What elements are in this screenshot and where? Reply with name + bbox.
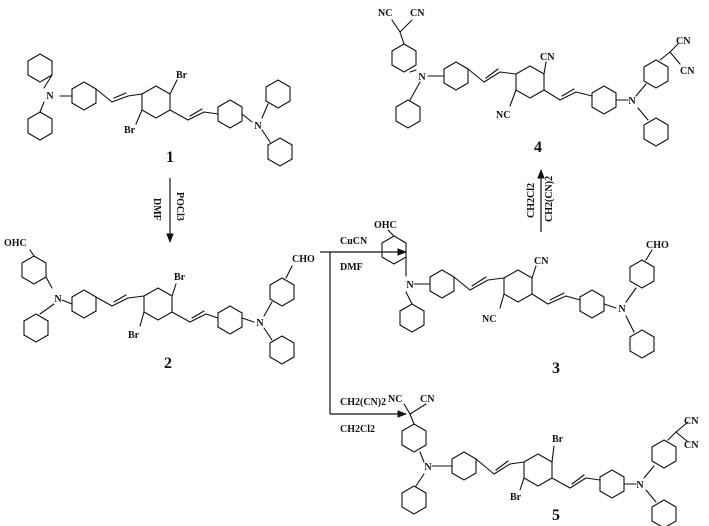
compound-4-nc-left: NC (378, 8, 392, 19)
compound-5-cn-right-bottom: CN (684, 440, 699, 451)
compound-2: OHC N Br Br N CHO 2 (4, 238, 315, 372)
compound-4-number: 4 (534, 139, 542, 156)
compound-3-cn-top: CN (534, 256, 549, 267)
compound-4-nc-bottom: NC (496, 110, 510, 121)
compound-1: N N Br Br 1 (27, 53, 293, 167)
step-1-2-reagent: POCl3 (174, 192, 185, 221)
compound-5-number: 5 (552, 507, 560, 524)
compound-3-n-right: N (618, 304, 626, 315)
compound-2-br-bottom: Br (128, 330, 140, 341)
compound-5-br-top: Br (552, 434, 564, 445)
compound-4-structure (391, 19, 681, 147)
compound-5-cn-right-top: CN (684, 416, 699, 427)
compound-1-structure (27, 53, 293, 167)
compound-3-n-left: N (406, 280, 414, 291)
compound-4-n-left: N (418, 72, 426, 83)
compound-4-cn-right-top: CN (676, 36, 691, 47)
compound-3-nc-bottom: NC (482, 314, 496, 325)
compound-2-structure (21, 249, 295, 365)
compound-5-structure (401, 403, 689, 526)
step-2-3-solvent: DMF (340, 262, 363, 273)
branch-bracket (320, 248, 407, 418)
compound-1-number: 1 (166, 149, 174, 166)
compound-2-n-right: N (256, 318, 264, 329)
compound-5-n-right: N (636, 480, 644, 491)
compound-3-structure (381, 229, 655, 359)
compound-4: NC CN N CN NC N CN CN 4 (378, 8, 695, 156)
compound-1-br-top: Br (176, 70, 188, 81)
arrow-1-to-2: POCl3 DMF (151, 178, 185, 243)
compound-5-cn-left: CN (420, 394, 435, 405)
compound-2-number: 2 (164, 355, 172, 372)
arrow-3-to-4: CH2(CN)2 CH2Cl2 (526, 169, 555, 232)
step-2-5-solvent: CH2Cl2 (340, 424, 375, 435)
compound-2-cho: CHO (292, 254, 315, 265)
compound-4-n-right: N (628, 96, 636, 107)
compound-3-number: 3 (552, 360, 560, 377)
compound-2-br-top: Br (174, 272, 186, 283)
compound-5: NC CN N Br Br N CN CN 5 (388, 394, 699, 526)
compound-2-n-left: N (54, 294, 62, 305)
compound-4-cn-left: CN (410, 8, 425, 19)
compound-3-ohc: OHC (374, 220, 397, 231)
compound-4-cn-top: CN (540, 52, 555, 63)
compound-5-br-bottom: Br (510, 492, 522, 503)
step-1-2-solvent: DMF (151, 198, 162, 221)
step-2-3-reagent: CuCN (340, 236, 368, 247)
step-2-5-reagent: CH2(CN)2 (340, 397, 386, 408)
compound-1-n-right: N (254, 121, 262, 132)
step-3-4-solvent: CH2Cl2 (526, 183, 537, 218)
compound-4-cn-right-bottom: CN (680, 66, 695, 77)
compound-2-ohc: OHC (4, 238, 27, 249)
compound-1-br-bottom: Br (124, 125, 136, 136)
compound-1-n-left: N (46, 91, 54, 102)
compound-3-cho: CHO (646, 240, 669, 251)
compound-5-nc-left: NC (388, 394, 402, 405)
step-3-4-reagent: CH2(CN)2 (544, 176, 555, 222)
compound-5-n-left: N (424, 462, 432, 473)
compound-3: OHC N CN NC N CHO 3 (374, 220, 669, 377)
